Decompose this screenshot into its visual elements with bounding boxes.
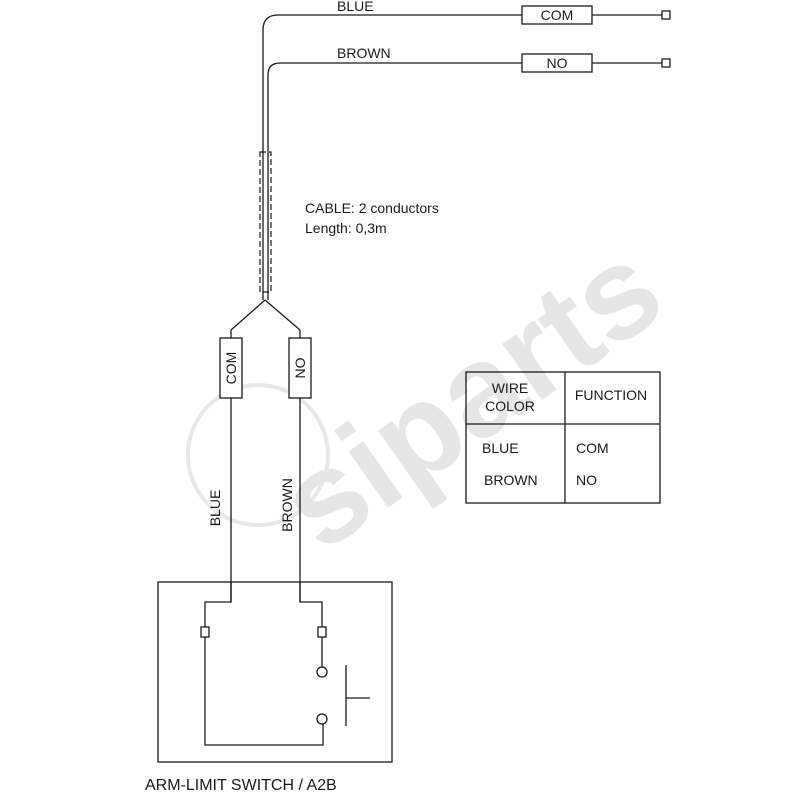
cable: CABLE: 2 conductors Length: 0,3m	[259, 150, 439, 300]
switch-terminal-no	[317, 626, 327, 638]
top-wire-blue-label: BLUE	[337, 0, 374, 14]
bottom-wire-blue-label: BLUE	[207, 490, 223, 527]
wire-function-table: WIRE COLOR FUNCTION BLUE COM BROWN NO	[465, 371, 661, 504]
table-cell-color-2: BROWN	[484, 472, 538, 488]
switch-contact-upper	[316, 666, 328, 678]
terminal-end-top-2	[661, 58, 671, 68]
terminal-box-no-top	[521, 53, 593, 73]
table-cell-color-1: BLUE	[482, 440, 519, 456]
switch-box	[157, 581, 393, 763]
switch-title: ARM-LIMIT SWITCH / A2B	[145, 777, 337, 794]
bottom-wire-brown-label: BROWN	[279, 478, 295, 532]
top-terminal-no-label: NO	[547, 55, 568, 71]
terminal-end-top-1	[661, 10, 671, 20]
top-wire-brown	[267, 62, 522, 150]
top-wire-brown-label: BROWN	[337, 45, 391, 61]
top-wiring: BLUE COM BROWN NO	[262, 0, 671, 150]
switch-contact-lower	[316, 713, 328, 725]
bottom-terminal-no-label: NO	[292, 357, 308, 378]
table-cell-function-2: NO	[576, 472, 597, 488]
table-header-color: COLOR	[485, 398, 535, 414]
top-terminal-com-label: COM	[541, 7, 574, 23]
bottom-terminal-com-label: COM	[223, 352, 239, 385]
top-wire-blue	[262, 14, 522, 150]
cable-length-label: Length: 0,3m	[305, 220, 387, 236]
table-cell-function-1: COM	[576, 440, 609, 456]
cable-split	[230, 299, 301, 338]
switch-housing: ARM-LIMIT SWITCH / A2B	[145, 581, 393, 794]
terminal-box-com-top	[521, 5, 593, 25]
bottom-terminals: COM NO BLUE BROWN	[207, 337, 312, 602]
table-header-function: FUNCTION	[575, 387, 647, 403]
table-header-wire: WIRE	[492, 380, 529, 396]
switch-terminal-com	[200, 626, 210, 638]
cable-conductors-label: CABLE: 2 conductors	[305, 200, 439, 216]
